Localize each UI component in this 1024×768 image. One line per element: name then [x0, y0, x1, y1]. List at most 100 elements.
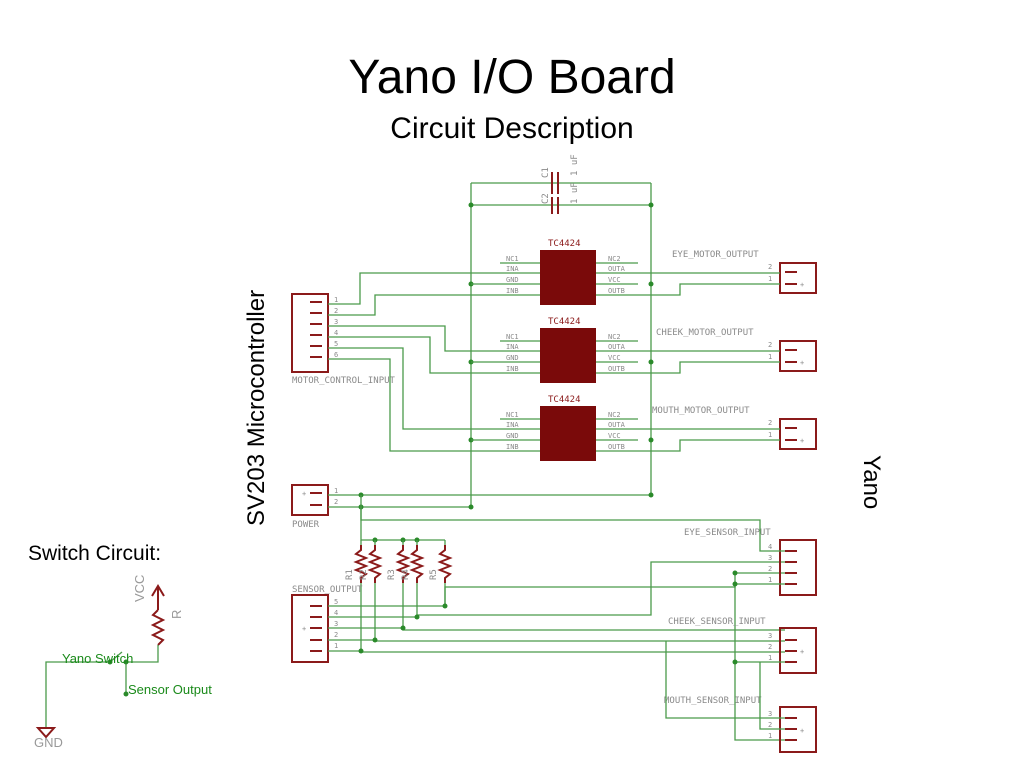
svg-text:1: 1 [768, 275, 772, 283]
eye-sensor-input-label: EYE_SENSOR_INPUT [684, 528, 771, 538]
svg-text:TC4424: TC4424 [548, 395, 581, 405]
svg-text:INB: INB [506, 443, 519, 451]
svg-text:INB: INB [506, 287, 519, 295]
r-label: R [169, 610, 184, 619]
mouth-sensor-input-label: MOUTH_SENSOR_INPUT [664, 696, 762, 706]
chip-eye: TC4424 NC1 INA GND INB NC2 OUTA VCC OUTB [500, 239, 638, 305]
gnd-label: GND [34, 735, 63, 750]
cheek-sensor-input-connector: + 3 2 1 CHEEK_SENSOR_INPUT [668, 617, 817, 674]
cheek-motor-output-connector: + 2 1 CHEEK_MOTOR_OUTPUT [656, 328, 817, 372]
svg-text:GND: GND [506, 432, 519, 440]
svg-text:NC2: NC2 [608, 255, 621, 263]
svg-text:1: 1 [334, 487, 338, 495]
svg-text:INA: INA [506, 343, 519, 351]
yano-switch-label: Yano Switch [62, 651, 133, 666]
svg-text:3: 3 [768, 554, 772, 562]
svg-text:VCC: VCC [608, 354, 621, 362]
svg-text:OUTA: OUTA [608, 265, 626, 273]
mouth-sensor-input-connector: + 3 2 1 MOUTH_SENSOR_INPUT [664, 696, 817, 753]
power-label: POWER [292, 520, 320, 530]
svg-text:OUTB: OUTB [608, 287, 625, 295]
svg-text:1: 1 [768, 353, 772, 361]
svg-text:+: + [800, 359, 804, 367]
svg-text:3: 3 [334, 620, 338, 628]
svg-text:GND: GND [506, 354, 519, 362]
svg-text:+: + [800, 648, 804, 656]
eye-sensor-input-connector: 4 3 2 1 EYE_SENSOR_INPUT [684, 528, 817, 596]
svg-text:6: 6 [334, 351, 338, 359]
svg-text:2: 2 [768, 721, 772, 729]
power-connector: + 1 2 POWER [291, 484, 338, 530]
eye-motor-output-label: EYE_MOTOR_OUTPUT [672, 250, 759, 260]
yano-label: Yano [858, 455, 885, 509]
c1-value: 1 uF [570, 154, 580, 176]
r4-label: R4 [401, 569, 411, 580]
svg-text:1: 1 [768, 576, 772, 584]
motor-control-input-connector: 1 2 3 4 5 6 MOTOR_CONTROL_INPUT [291, 293, 396, 386]
svg-text:2: 2 [334, 498, 338, 506]
svg-text:2: 2 [334, 307, 338, 315]
motor-control-input-label: MOTOR_CONTROL_INPUT [292, 376, 396, 386]
svg-text:+: + [302, 490, 306, 498]
page-subtitle: Circuit Description [390, 112, 633, 145]
r5-label: R5 [429, 569, 439, 580]
switch-circuit-heading: Switch Circuit: [28, 542, 161, 565]
cheek-sensor-input-label: CHEEK_SENSOR_INPUT [668, 617, 766, 627]
c1-label: C1 [541, 167, 551, 178]
svg-text:2: 2 [768, 341, 772, 349]
svg-text:OUTA: OUTA [608, 421, 626, 429]
svg-text:2: 2 [768, 419, 772, 427]
capacitor-block: C2 C1 1 uF 1 uF [468, 154, 654, 507]
svg-text:INB: INB [506, 365, 519, 373]
mouth-motor-output-connector: + 2 1 MOUTH_MOTOR_OUTPUT [652, 406, 817, 450]
c2-label: C2 [541, 193, 551, 204]
svg-text:TC4424: TC4424 [548, 317, 581, 327]
eye-motor-output-connector: + 2 1 EYE_MOTOR_OUTPUT [672, 250, 817, 294]
page-title: Yano I/O Board [348, 51, 675, 104]
chip-mouth: TC4424 NC1 INA GND INB NC2 OUTA VCC OUTB [500, 395, 638, 461]
svg-text:INA: INA [506, 421, 519, 429]
resistor-network: R1 R2 R3 R4 R5 [345, 540, 453, 583]
svg-text:+: + [302, 625, 306, 633]
svg-text:4: 4 [334, 329, 338, 337]
c2-value: 1 uF [570, 182, 580, 204]
svg-text:VCC: VCC [608, 432, 621, 440]
svg-text:5: 5 [334, 598, 338, 606]
svg-text:2: 2 [334, 631, 338, 639]
svg-text:1: 1 [768, 654, 772, 662]
svg-text:NC1: NC1 [506, 333, 519, 341]
svg-text:1: 1 [334, 296, 338, 304]
svg-text:+: + [800, 281, 804, 289]
svg-text:3: 3 [768, 710, 772, 718]
svg-text:3: 3 [768, 632, 772, 640]
svg-text:NC2: NC2 [608, 333, 621, 341]
sensor-output-label: SENSOR_OUTPUT [292, 585, 363, 595]
svg-text:INA: INA [506, 265, 519, 273]
svg-text:NC1: NC1 [506, 411, 519, 419]
sv203-label: SV203 Microcontroller [243, 290, 270, 526]
svg-text:NC2: NC2 [608, 411, 621, 419]
svg-text:OUTB: OUTB [608, 443, 625, 451]
svg-text:VCC: VCC [608, 276, 621, 284]
svg-text:2: 2 [768, 263, 772, 271]
svg-text:1: 1 [768, 431, 772, 439]
svg-text:TC4424: TC4424 [548, 239, 581, 249]
svg-text:NC1: NC1 [506, 255, 519, 263]
svg-text:2: 2 [768, 643, 772, 651]
mouth-motor-output-label: MOUTH_MOTOR_OUTPUT [652, 406, 750, 416]
svg-text:OUTB: OUTB [608, 365, 625, 373]
svg-text:2: 2 [768, 565, 772, 573]
r2-label: R2 [359, 569, 369, 580]
svg-text:+: + [800, 727, 804, 735]
vcc-label: VCC [132, 575, 147, 602]
r3-label: R3 [387, 569, 397, 580]
sensor-output-switch-label: Sensor Output [128, 682, 212, 697]
svg-text:4: 4 [768, 543, 772, 551]
sensor-output-connector: + 5 4 3 2 1 SENSOR_OUTPUT [291, 585, 363, 663]
svg-text:+: + [800, 437, 804, 445]
svg-text:4: 4 [334, 609, 338, 617]
chip-cheek: TC4424 NC1 INA GND INB NC2 OUTA VCC OUTB [500, 317, 638, 383]
svg-text:1: 1 [768, 732, 772, 740]
svg-text:5: 5 [334, 340, 338, 348]
